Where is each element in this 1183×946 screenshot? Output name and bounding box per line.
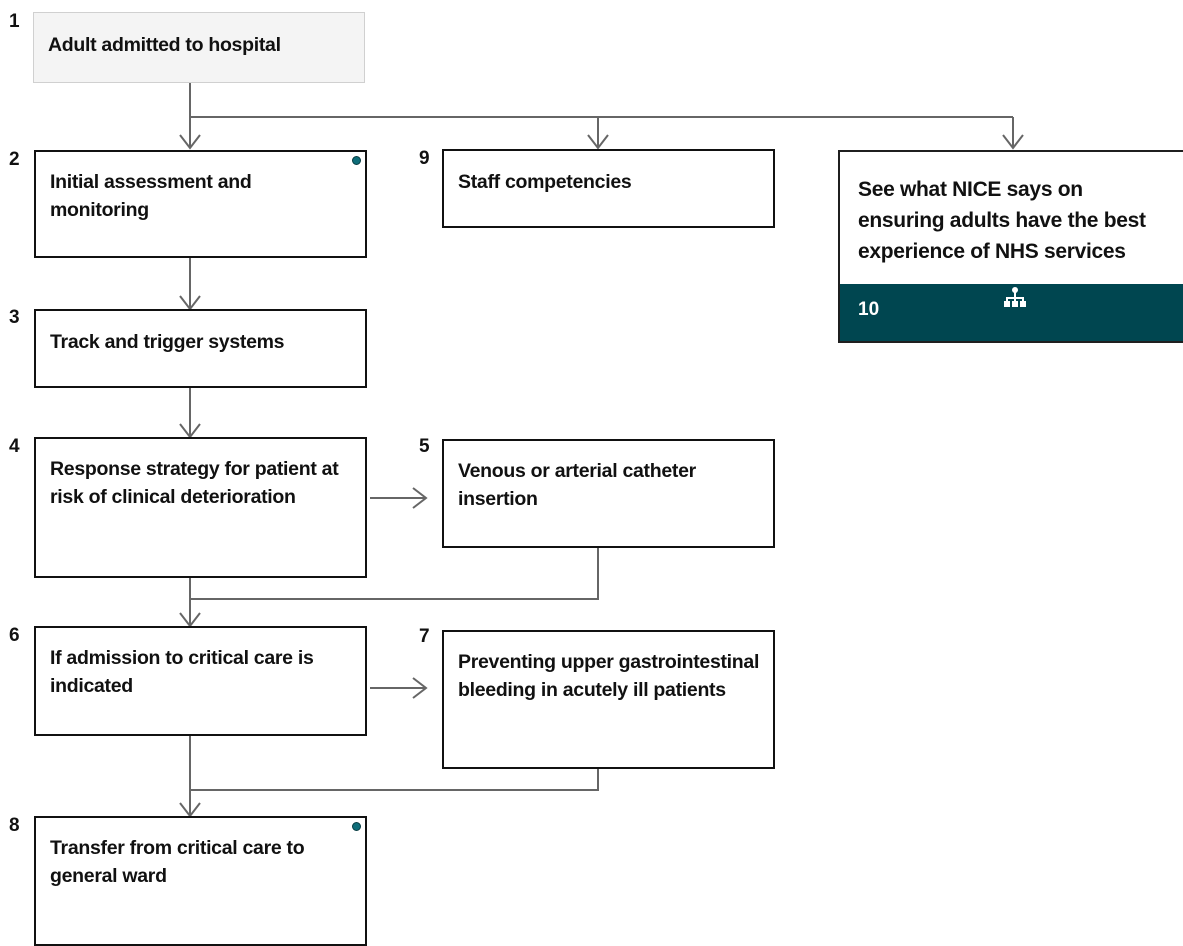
node-label: Venous or arterial catheter insertion: [458, 460, 696, 510]
node-label: Initial assessment and monitoring: [50, 171, 252, 221]
node-label: Response strategy for patient at risk of…: [50, 458, 339, 508]
arrowhead-to-9: [587, 134, 609, 150]
connector-5-merge: [190, 548, 599, 600]
node-label: Transfer from critical care to general w…: [50, 837, 305, 887]
node-label: If admission to critical care is indicat…: [50, 647, 314, 697]
node-label: Staff competencies: [458, 171, 632, 193]
marker-dot-icon: [352, 156, 361, 165]
connector-7-merge: [190, 769, 599, 791]
node-adult-admitted[interactable]: Adult admitted to hospital: [33, 12, 365, 83]
step-number-5: 5: [419, 436, 430, 457]
node-gi-bleeding[interactable]: Preventing upper gastrointestinal bleedi…: [442, 630, 775, 769]
connector-lines: [179, 83, 1024, 818]
node-label: Adult admitted to hospital: [48, 34, 281, 56]
step-number-9: 9: [419, 148, 430, 169]
node-nice-patient-experience[interactable]: See what NICE says on ensuring adults ha…: [838, 150, 1183, 343]
step-number-2: 2: [9, 149, 20, 170]
marker-dot-icon: [352, 822, 361, 831]
org-chart-icon: [1004, 287, 1026, 307]
arrowhead-to-10: [1002, 134, 1024, 150]
step-number-6: 6: [9, 625, 20, 646]
arrowhead-to-7: [412, 677, 428, 699]
step-number-3: 3: [9, 307, 20, 328]
step-number-4: 4: [9, 436, 20, 457]
node-staff-competencies[interactable]: Staff competencies: [442, 149, 775, 228]
arrowhead-to-5: [412, 487, 428, 509]
step-number-7: 7: [419, 626, 430, 647]
step-number-10: 10: [858, 299, 880, 320]
node-catheter-insertion[interactable]: Venous or arterial catheter insertion: [442, 439, 775, 548]
node-transfer-ward[interactable]: Transfer from critical care to general w…: [34, 816, 367, 946]
node-response-strategy[interactable]: Response strategy for patient at risk of…: [34, 437, 367, 578]
node-track-trigger[interactable]: Track and trigger systems: [34, 309, 367, 388]
arrowhead-to-2: [179, 134, 201, 150]
step-number-8: 8: [9, 815, 20, 836]
step-number-1: 1: [9, 11, 20, 32]
node-initial-assessment[interactable]: Initial assessment and monitoring: [34, 150, 367, 258]
node-label: See what NICE says on ensuring adults ha…: [858, 178, 1146, 263]
node-label: Track and trigger systems: [50, 331, 285, 353]
node-label: Preventing upper gastrointestinal bleedi…: [458, 651, 760, 701]
node-critical-care-admission[interactable]: If admission to critical care is indicat…: [34, 626, 367, 736]
pathway-link-bar: 10: [840, 284, 1183, 341]
